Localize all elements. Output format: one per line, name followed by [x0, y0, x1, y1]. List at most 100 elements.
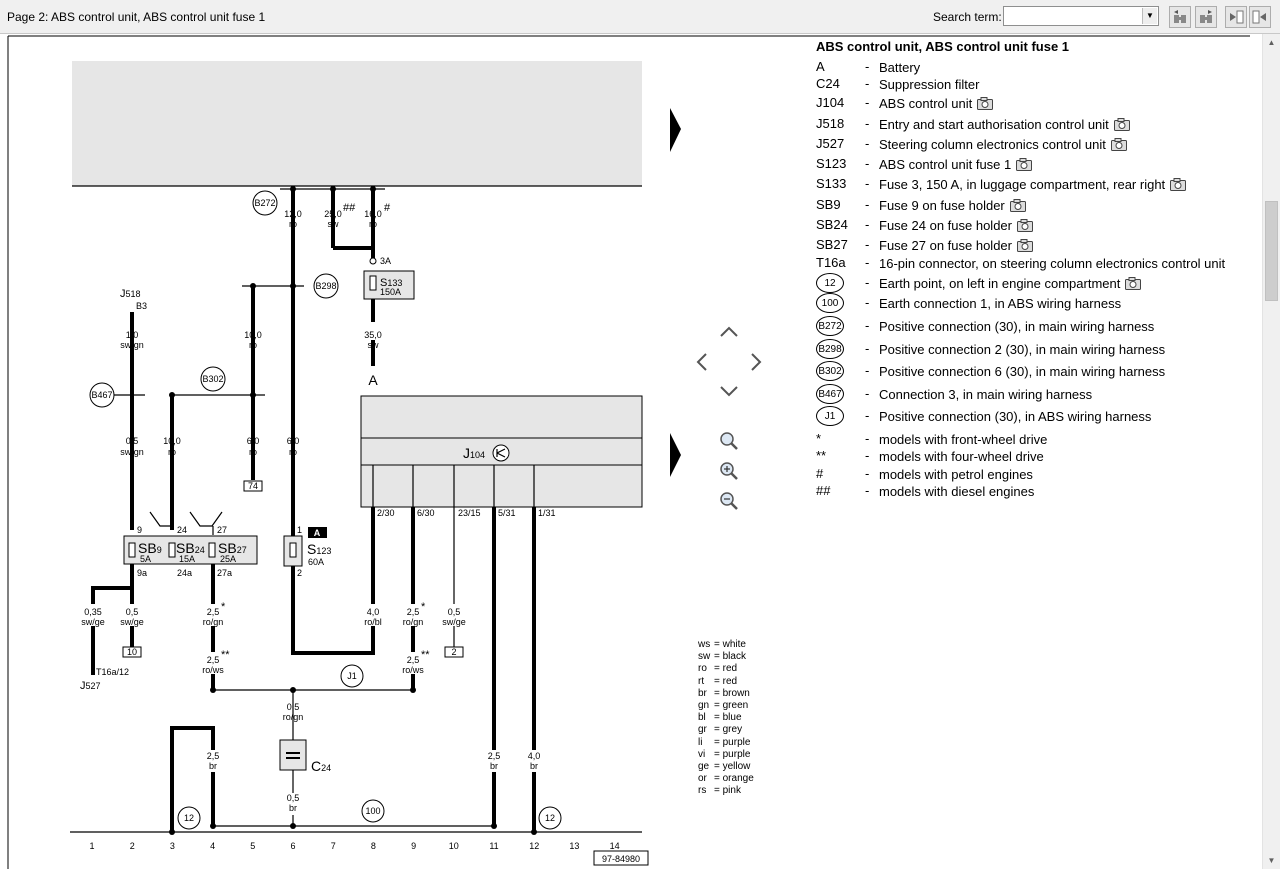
camera-icon[interactable]	[1170, 178, 1187, 194]
legend-description: Fuse 27 on fuse holder	[879, 238, 1012, 253]
binoculars-right-icon	[1200, 10, 1212, 23]
pin-label: 1	[297, 525, 302, 535]
scrollbar-thumb[interactable]	[1265, 201, 1278, 301]
legend-desc-wrap: Battery	[879, 60, 920, 75]
camera-icon[interactable]	[1110, 138, 1127, 154]
junction-dot	[330, 186, 336, 192]
wire-color: sw	[368, 340, 380, 350]
track-number: 6	[290, 841, 295, 851]
pan-right-icon[interactable]	[751, 353, 762, 371]
legend-description: models with front-wheel drive	[879, 432, 1048, 447]
color-abbr: rs	[698, 785, 707, 797]
legend-code: B302	[816, 361, 844, 381]
track-number: 1	[89, 841, 94, 851]
color-key-row: vi= purple	[698, 749, 750, 760]
wire-size: 10,0	[244, 330, 262, 340]
wire-size: 4,0	[528, 751, 541, 761]
legend-code: B298	[816, 339, 844, 359]
connector-j1	[340, 664, 364, 688]
pin-label: 9	[137, 525, 142, 535]
fuse-box-area	[72, 61, 642, 186]
page-back-icon	[1230, 10, 1244, 24]
color-key-row: ge= yellow	[698, 761, 750, 772]
page-arrow-top-icon[interactable]	[670, 108, 681, 152]
color-abbr: ws	[698, 639, 711, 650]
legend-code: J104	[816, 95, 845, 110]
wire-color: ro/gn	[203, 617, 224, 627]
color-abbr: sw	[698, 651, 711, 663]
next-page-button[interactable]	[1249, 6, 1271, 28]
chevron-down-icon[interactable]: ▼	[1142, 8, 1157, 24]
wire-mark: #	[384, 202, 391, 214]
pan-down-icon[interactable]	[720, 386, 738, 397]
ref-74: 74	[248, 481, 258, 491]
legend-code: SB27	[816, 237, 848, 252]
track-number: 7	[331, 841, 336, 851]
label-gap	[361, 604, 385, 626]
label-gap	[401, 652, 425, 674]
legend-description: models with petrol engines	[879, 467, 1033, 482]
camera-icon[interactable]	[1113, 118, 1130, 134]
wire-size: 0,5	[126, 607, 139, 617]
vertical-scrollbar[interactable]: ▲ ▼	[1262, 34, 1280, 869]
wire-size: 2,5	[407, 655, 420, 665]
wire-color: sw/ge	[442, 617, 466, 627]
legend-desc-wrap: models with petrol engines	[879, 467, 1033, 482]
zoom-in-icon[interactable]	[720, 462, 738, 480]
label-gap	[365, 322, 381, 340]
legend-desc-wrap: Positive connection (30), in main wiring…	[879, 319, 1154, 334]
legend-code: T16a	[816, 255, 846, 270]
legend-desc-wrap: Fuse 3, 150 A, in luggage compartment, r…	[879, 177, 1187, 194]
color-abbr: li	[698, 736, 703, 748]
sb27-label: SB27	[218, 540, 247, 556]
track-number: 12	[529, 841, 539, 851]
junction-dot	[210, 687, 216, 693]
earth-point-label: 12	[545, 813, 555, 823]
legend-desc-wrap: Positive connection 6 (30), in main wiri…	[879, 364, 1165, 379]
s123-label: S123	[307, 541, 331, 557]
connector-100	[361, 799, 385, 823]
camera-icon[interactable]	[1009, 199, 1026, 215]
camera-icon[interactable]	[1016, 239, 1033, 255]
wire-size: 25,0	[324, 209, 342, 219]
camera-icon[interactable]	[1016, 158, 1033, 174]
legend-dash: -	[865, 156, 870, 171]
pan-left-icon[interactable]	[696, 353, 707, 371]
zoom-out-icon[interactable]	[720, 492, 738, 510]
sb24-rating: 15A	[179, 554, 195, 564]
pin-label: 24	[177, 525, 187, 535]
wire-color: ro/gn	[283, 712, 304, 722]
wire-s123-j104	[291, 500, 375, 655]
camera-icon[interactable]	[1125, 277, 1142, 293]
zoom-fit-icon[interactable]	[720, 432, 738, 450]
track-number: 4	[210, 841, 215, 851]
junction-dot	[290, 186, 296, 192]
scroll-down-icon[interactable]: ▼	[1267, 856, 1276, 865]
search-back-button[interactable]	[1169, 6, 1191, 28]
legend-code: 12	[816, 273, 844, 293]
track-number: 3	[170, 841, 175, 851]
camera-icon[interactable]	[977, 97, 994, 113]
ref-box	[243, 480, 263, 492]
page-title: Page 2: ABS control unit, ABS control un…	[7, 10, 266, 24]
track-number: 11	[489, 841, 498, 851]
legend-dash: -	[865, 363, 870, 378]
pan-up-icon[interactable]	[720, 326, 738, 337]
page-arrow-bottom-icon[interactable]	[670, 433, 681, 477]
search-combobox[interactable]: ▼	[1003, 6, 1159, 26]
j527-connector: T16a/12	[96, 667, 129, 677]
search-forward-button[interactable]	[1195, 6, 1217, 28]
legend-desc-wrap: ABS control unit	[879, 96, 994, 113]
scroll-up-icon[interactable]: ▲	[1267, 38, 1276, 47]
wire-color: ro/gn	[403, 617, 424, 627]
drawing-number: 97-84980	[602, 854, 640, 864]
search-input[interactable]	[1006, 8, 1136, 23]
legend-code: #	[816, 466, 824, 481]
connector-b272	[252, 190, 278, 216]
legend-dash: -	[865, 95, 870, 110]
legend-description: 16-pin connector, on steering column ele…	[879, 256, 1226, 271]
camera-icon[interactable]	[1016, 219, 1033, 235]
previous-page-button[interactable]	[1225, 6, 1247, 28]
fuse-holder-sb	[123, 535, 258, 565]
junction-dot	[250, 392, 256, 398]
